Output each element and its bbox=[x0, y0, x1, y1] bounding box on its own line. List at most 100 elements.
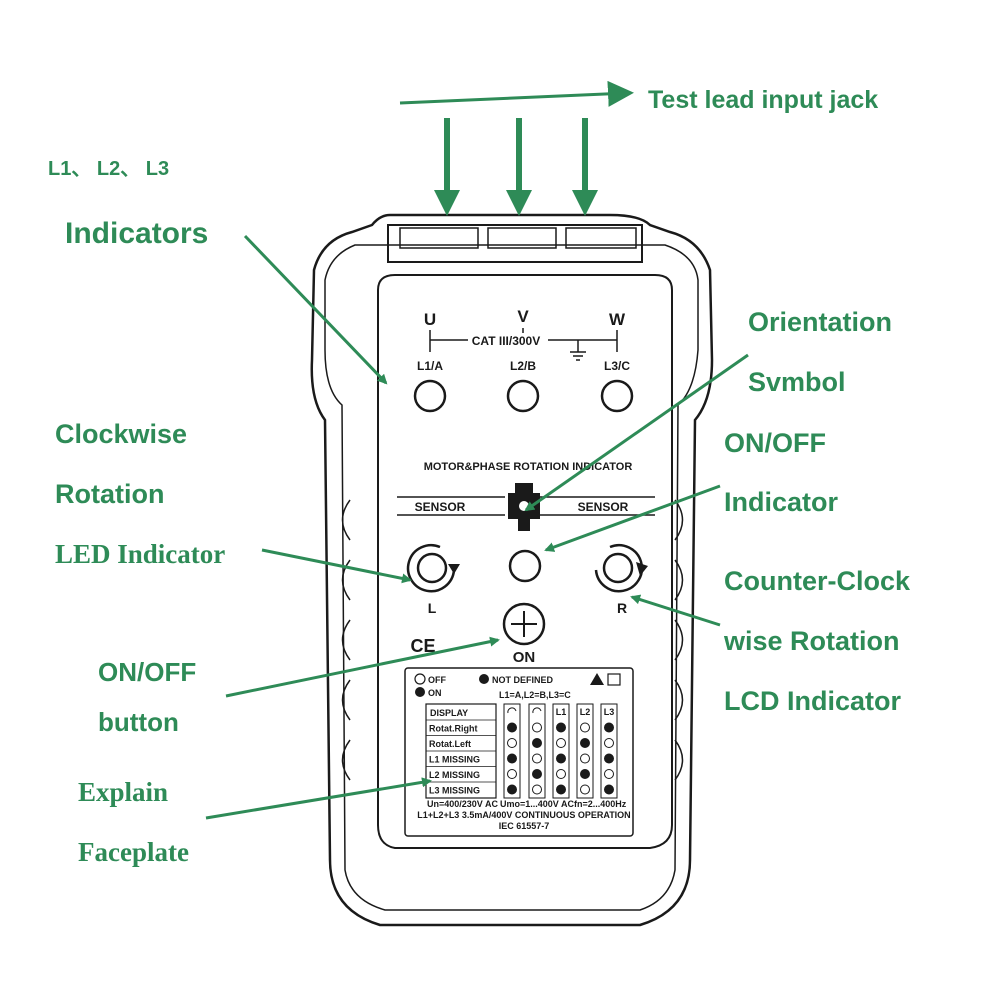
faceplate-column-label: L2 bbox=[580, 707, 591, 717]
device-body bbox=[310, 213, 714, 927]
state-indicator bbox=[507, 769, 517, 779]
clockwise-callout-line1: Clockwise bbox=[55, 419, 187, 449]
phase-l2-led bbox=[506, 379, 540, 413]
state-indicator bbox=[604, 738, 614, 748]
l123-callout: L1、 L2、 L3 bbox=[48, 158, 169, 180]
terminal-w-label: W bbox=[609, 310, 626, 329]
state-indicator bbox=[507, 784, 517, 795]
state-indicator bbox=[604, 769, 614, 779]
l2-label: L2/B bbox=[510, 359, 536, 373]
orientation-callout-line1: Orientation bbox=[748, 307, 892, 337]
clockwise-callout-line3: LED Indicator bbox=[55, 539, 225, 569]
faceplate-row-label: L3 MISSING bbox=[429, 786, 480, 796]
sensor-divider bbox=[397, 496, 655, 516]
onoff-button-callout-line1: ON/OFF bbox=[98, 657, 196, 687]
faceplate-row-label: Rotat.Right bbox=[429, 724, 478, 734]
state-indicator bbox=[556, 784, 566, 795]
faceplate-row-label: L2 MISSING bbox=[429, 770, 480, 780]
rotation-r-label: R bbox=[617, 600, 627, 616]
state-indicator bbox=[580, 753, 590, 764]
sensor-left-label: SENSOR bbox=[415, 500, 466, 514]
orientation-arrow bbox=[524, 353, 749, 512]
legend-on-label: ON bbox=[428, 688, 442, 698]
rotate-right-icon bbox=[507, 707, 517, 714]
orientation-callout-line2: Svmbol bbox=[748, 367, 846, 397]
clockwise-rotation-icon bbox=[406, 543, 460, 593]
state-indicator bbox=[556, 738, 566, 748]
orientation-symbol-icon bbox=[508, 483, 540, 531]
display-header: DISPLAY bbox=[430, 708, 468, 718]
spec-un: Un=400/230V AC bbox=[427, 799, 498, 809]
state-indicator bbox=[580, 784, 590, 795]
on-off-button[interactable] bbox=[502, 602, 546, 646]
double-insulation-icon bbox=[607, 673, 621, 686]
state-indicator bbox=[604, 784, 614, 795]
spec-operation: L1+L2+L3 3.5mA/400V CONTINUOUS OPERATION bbox=[417, 810, 630, 820]
faceplate-row-label: L1 MISSING bbox=[429, 755, 480, 765]
spec-standard: IEC 61557-7 bbox=[499, 821, 550, 831]
rotate-left-icon bbox=[532, 707, 542, 714]
state-indicator bbox=[532, 784, 542, 795]
clockwise-callout-line2: Rotation bbox=[55, 479, 164, 509]
phase-l3-led bbox=[600, 379, 634, 413]
faceplate-column bbox=[528, 703, 546, 799]
test-lead-arrow bbox=[399, 80, 634, 107]
onoff-button-callout-line2: button bbox=[98, 707, 179, 737]
state-indicator bbox=[604, 722, 614, 733]
faceplate-column bbox=[503, 703, 521, 799]
indicators-callout: Indicators bbox=[65, 217, 208, 250]
state-indicator bbox=[532, 722, 542, 733]
sensor-right-label: SENSOR bbox=[578, 500, 629, 514]
onoff-indicator-callout-line1: ON/OFF bbox=[724, 428, 826, 458]
state-indicator bbox=[604, 753, 614, 764]
onoff-indicator-led bbox=[508, 549, 542, 583]
explain-faceplate: OFF NOT DEFINED ON L1=A,L2=B,L3=C DISPLA… bbox=[404, 667, 634, 837]
faceplate-column bbox=[600, 703, 618, 799]
state-indicator bbox=[507, 738, 517, 748]
onoff-button-arrow bbox=[225, 636, 500, 698]
legend-not-defined-label: NOT DEFINED bbox=[492, 675, 554, 685]
onoff-indicator-callout-line2: Indicator bbox=[724, 487, 839, 517]
faceplate-arrow bbox=[205, 777, 432, 820]
cat-rating-label: CAT III/300V bbox=[472, 334, 540, 348]
state-indicator bbox=[556, 769, 566, 779]
onoff-indicator-arrow bbox=[544, 484, 721, 552]
state-indicator bbox=[580, 738, 590, 748]
legend-off-label: OFF bbox=[428, 675, 446, 685]
state-indicator bbox=[556, 722, 566, 733]
faceplate-column bbox=[576, 703, 594, 799]
phase-l1-led bbox=[413, 379, 447, 413]
state-indicator bbox=[532, 738, 542, 748]
spec-fn: fn=2...400Hz bbox=[574, 799, 627, 809]
faceplate-column bbox=[552, 703, 570, 799]
on-label: ON bbox=[513, 649, 536, 666]
legend-on-icon bbox=[415, 687, 425, 697]
test-lead-callout: Test lead input jack bbox=[648, 86, 878, 114]
terminal-v-label: V bbox=[517, 307, 529, 326]
explain-callout-line1: Explain bbox=[78, 777, 168, 807]
device-title: MOTOR&PHASE ROTATION INDICATOR bbox=[424, 461, 633, 473]
legend-not-defined-icon bbox=[479, 674, 489, 684]
counter-callout-line1: Counter-Clock bbox=[724, 566, 911, 596]
mapping-label: L1=A,L2=B,L3=C bbox=[499, 690, 571, 700]
state-indicator bbox=[580, 769, 590, 779]
counter-callout-line3: LCD Indicator bbox=[724, 686, 901, 716]
explain-callout-line2: Faceplate bbox=[78, 837, 189, 867]
terminal-bracket bbox=[429, 328, 618, 361]
warning-icon bbox=[590, 673, 604, 685]
l3-label: L3/C bbox=[604, 359, 630, 373]
spec-umo: Umo=1...400V AC bbox=[500, 799, 574, 809]
counter-callout-line2: wise Rotation bbox=[723, 626, 900, 656]
faceplate-column-label: L1 bbox=[556, 707, 567, 717]
state-indicator bbox=[580, 722, 590, 733]
clockwise-arrow bbox=[261, 548, 412, 584]
indicators-arrow bbox=[243, 234, 388, 385]
counter-clockwise-rotation-icon bbox=[594, 543, 648, 593]
state-indicator bbox=[507, 722, 517, 733]
state-indicator bbox=[507, 753, 517, 764]
terminal-u-label: U bbox=[424, 310, 436, 329]
legend-off-icon bbox=[414, 673, 426, 685]
faceplate-column-label: L3 bbox=[604, 707, 615, 717]
state-indicator bbox=[532, 769, 542, 779]
